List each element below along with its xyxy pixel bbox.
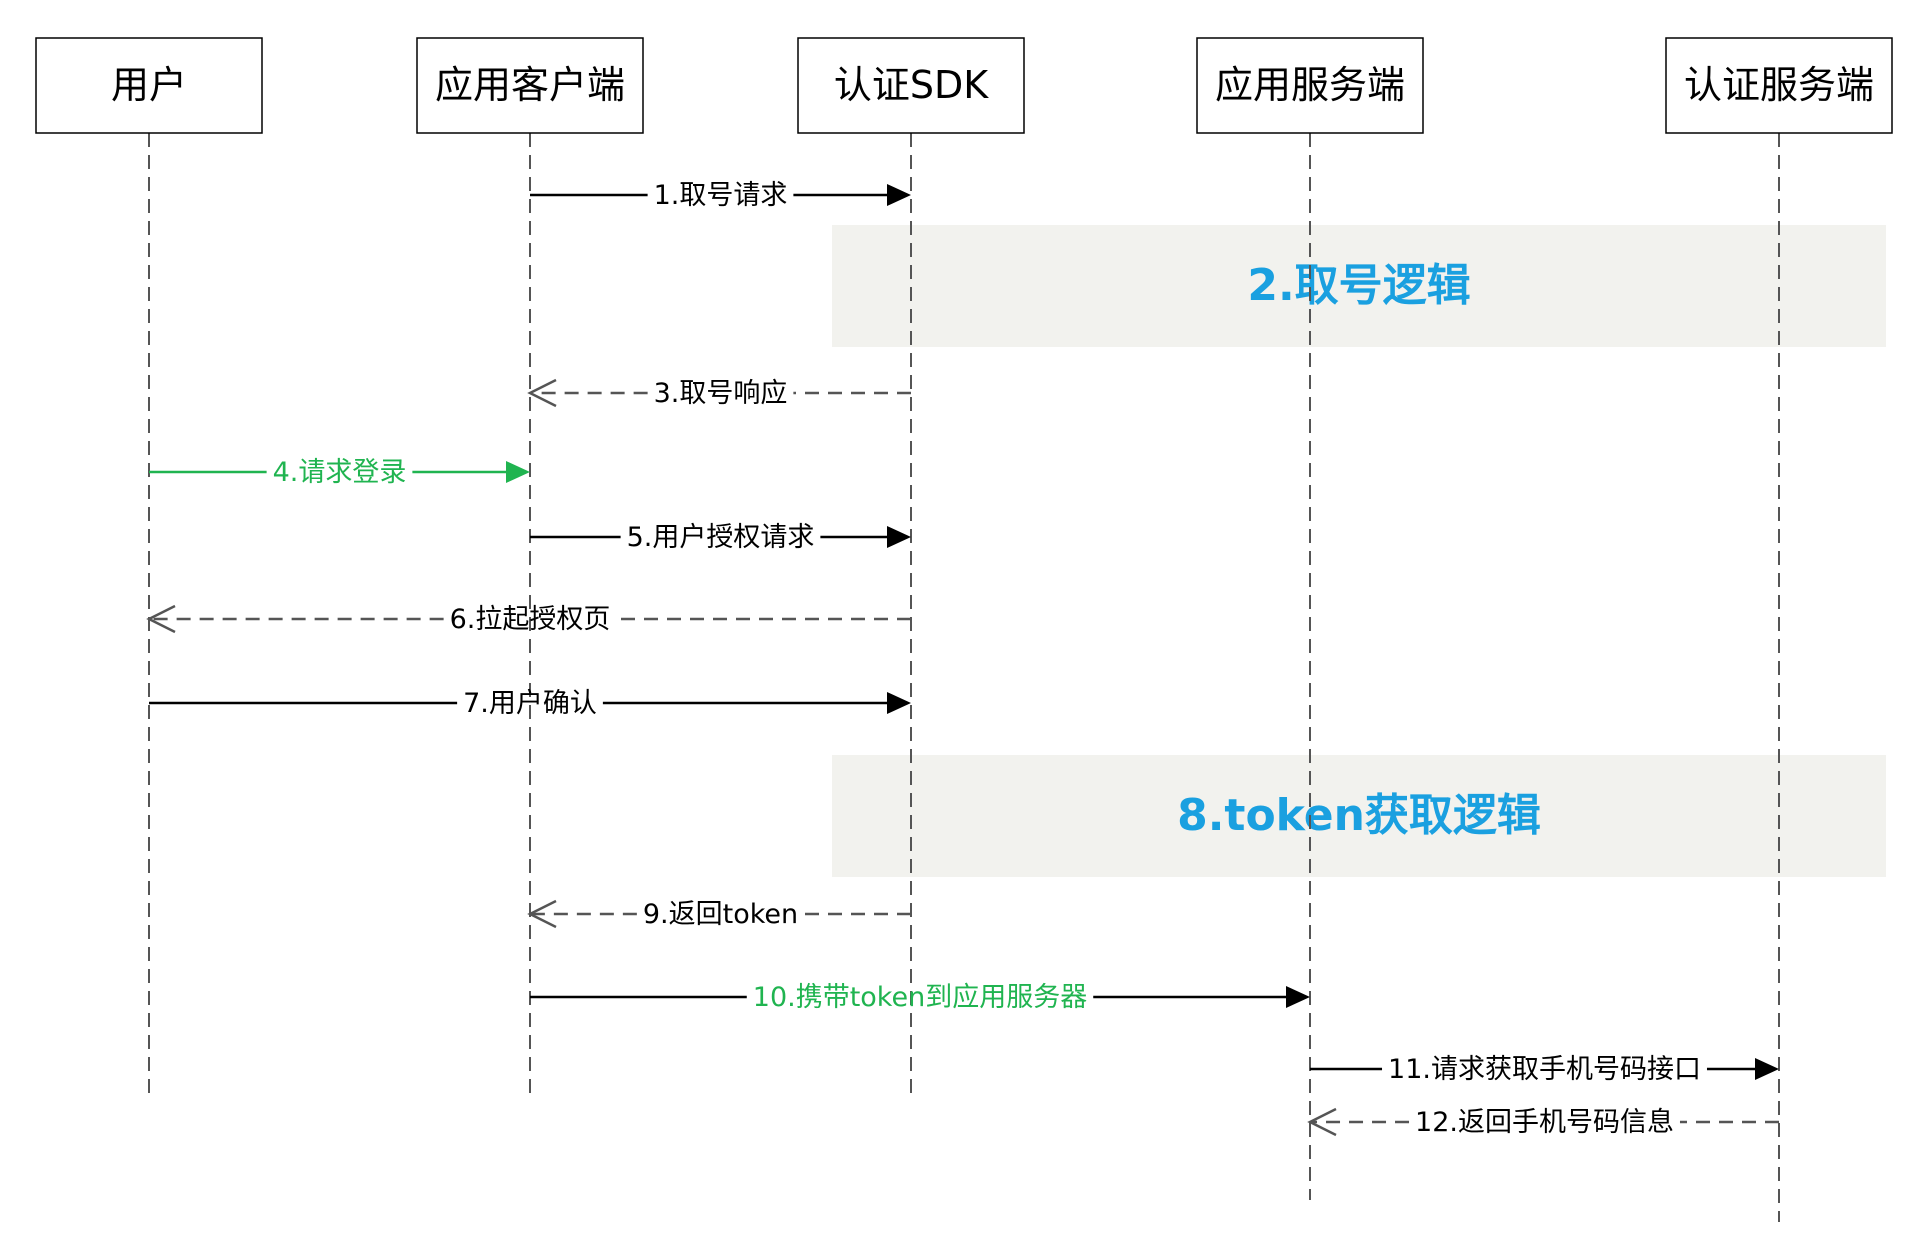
actor-auth-sdk: 认证SDK xyxy=(797,37,1025,134)
message-arrow: 4.请求登录 xyxy=(149,457,530,488)
actor-user: 用户 xyxy=(35,37,263,134)
actor-app-server: 应用服务端 xyxy=(1196,37,1424,134)
message-arrow: 11.请求获取手机号码接口 xyxy=(1310,1054,1779,1085)
arrowhead xyxy=(887,526,911,548)
actor-label: 应用客户端 xyxy=(435,63,625,107)
arrowhead xyxy=(887,184,911,206)
actor-label: 应用服务端 xyxy=(1215,63,1405,107)
message-label: 1.取号请求 xyxy=(654,180,788,211)
message-arrow: 12.返回手机号码信息 xyxy=(1307,1107,1779,1138)
message-label: 11.请求获取手机号码接口 xyxy=(1388,1054,1701,1085)
logic-band: 2.取号逻辑 xyxy=(832,225,1886,347)
band-bg xyxy=(832,225,1886,347)
actor-label: 认证服务端 xyxy=(1684,63,1874,107)
message-label: 5.用户授权请求 xyxy=(627,522,815,553)
message-label: 10.携带token到应用服务器 xyxy=(753,982,1087,1013)
actor-label: 认证SDK xyxy=(834,63,989,107)
message-label: 3.取号响应 xyxy=(654,378,788,409)
arrowhead-open xyxy=(527,899,557,929)
arrowhead xyxy=(887,692,911,714)
band-label: 2.取号逻辑 xyxy=(1247,260,1470,311)
arrowhead xyxy=(506,461,530,483)
actor-app-client: 应用客户端 xyxy=(416,37,644,134)
message-arrow: 6.拉起授权页 xyxy=(146,604,911,635)
message-arrow: 3.取号响应 xyxy=(527,378,911,409)
band-label: 8.token获取逻辑 xyxy=(1177,790,1541,841)
actor-label: 用户 xyxy=(111,63,187,107)
message-label: 9.返回token xyxy=(643,899,798,930)
arrowhead-open xyxy=(146,604,176,634)
message-arrow: 5.用户授权请求 xyxy=(530,522,911,553)
arrowhead xyxy=(1286,986,1310,1008)
logic-band: 8.token获取逻辑 xyxy=(832,755,1886,877)
message-arrow: 9.返回token xyxy=(527,899,911,930)
message-arrow: 10.携带token到应用服务器 xyxy=(530,982,1310,1013)
message-label: 4.请求登录 xyxy=(273,457,407,488)
message-label: 12.返回手机号码信息 xyxy=(1415,1107,1674,1138)
message-label: 7.用户确认 xyxy=(463,688,597,719)
actor-auth-server: 认证服务端 xyxy=(1665,37,1893,134)
arrowhead-open xyxy=(527,378,557,408)
message-arrow: 1.取号请求 xyxy=(530,180,911,211)
arrowhead xyxy=(1755,1058,1779,1080)
message-arrow: 7.用户确认 xyxy=(149,688,911,719)
messages: 1.取号请求 3.取号响应 4.请求登录 5.用户授权请求 6.拉起授权页 7.用户确认 9… xyxy=(146,180,1779,1138)
band-bg xyxy=(832,755,1886,877)
arrowhead-open xyxy=(1307,1107,1337,1137)
message-label: 6.拉起授权页 xyxy=(450,604,611,635)
